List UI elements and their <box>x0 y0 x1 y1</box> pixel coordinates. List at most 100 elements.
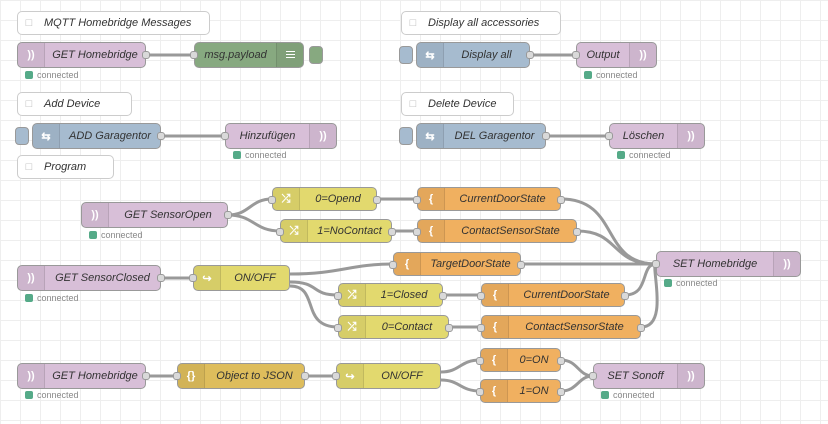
output-port[interactable] <box>517 261 525 269</box>
wire <box>227 197 273 217</box>
output-port[interactable] <box>373 196 381 204</box>
output-port[interactable] <box>557 357 565 365</box>
output-port[interactable] <box>142 372 150 380</box>
output-port[interactable] <box>157 274 165 282</box>
input-port[interactable] <box>589 372 597 380</box>
input-port[interactable] <box>332 372 340 380</box>
template-one-on[interactable]: { 1=ON <box>476 379 565 403</box>
wire <box>624 262 657 297</box>
comment-display-all-accessories[interactable]: □ Display all accessories <box>401 11 561 35</box>
inject-button[interactable] <box>15 127 29 145</box>
input-port[interactable] <box>413 228 421 236</box>
inject-button[interactable] <box>399 127 413 145</box>
input-port[interactable] <box>477 324 485 332</box>
output-port[interactable] <box>526 51 534 59</box>
switch-on-off-1[interactable]: ↪ ON/OFF <box>189 265 290 291</box>
comment-add-device[interactable]: □ Add Device <box>17 92 132 116</box>
output-port[interactable] <box>224 211 232 219</box>
output-port[interactable] <box>157 132 165 140</box>
input-port[interactable] <box>268 196 276 204</box>
input-port[interactable] <box>652 260 660 268</box>
mqtt-in-get-sensor-open[interactable]: )) GET SensorOpen <box>81 202 232 228</box>
change-nocontact[interactable]: ⤮ 1=NoContact <box>276 219 396 243</box>
status-dot-icon <box>584 71 592 79</box>
debug-msg-payload[interactable]: msg.payload <box>190 42 323 68</box>
mqtt-out-loeschen[interactable]: Löschen )) <box>605 123 705 149</box>
status-get-homebridge: connected <box>25 70 79 80</box>
input-port[interactable] <box>189 274 197 282</box>
brace-icon: { <box>481 380 508 402</box>
input-port[interactable] <box>389 261 397 269</box>
template-target-door-state[interactable]: { TargetDoorState <box>389 252 525 276</box>
input-port[interactable] <box>572 51 580 59</box>
homebridge-display-all[interactable]: ⇆ Display all <box>399 42 534 68</box>
inject-button[interactable] <box>399 46 413 64</box>
change-closed[interactable]: ⤮ 1=Closed <box>334 283 447 307</box>
input-port[interactable] <box>334 292 342 300</box>
json-object-to-json[interactable]: {} Object to JSON <box>173 363 309 389</box>
status-get-sensor-open: connected <box>89 230 143 240</box>
input-port[interactable] <box>476 388 484 396</box>
homebridge-add-garagentor[interactable]: ⇆ ADD Garagentor <box>15 123 165 149</box>
output-port[interactable] <box>388 228 396 236</box>
mqtt-out-output[interactable]: Output )) <box>572 42 657 68</box>
output-port[interactable] <box>142 51 150 59</box>
change-opend[interactable]: ⤮ 0=Opend <box>268 187 381 211</box>
template-zero-on[interactable]: { 0=ON <box>476 348 565 372</box>
comment-delete-device[interactable]: □ Delete Device <box>401 92 514 116</box>
template-current-door-state-2[interactable]: { CurrentDoorState <box>477 283 629 307</box>
output-port[interactable] <box>445 324 453 332</box>
mqtt-icon: )) <box>629 43 656 67</box>
mqtt-in-get-homebridge[interactable]: )) GET Homebridge <box>17 42 150 68</box>
input-port[interactable] <box>334 324 342 332</box>
input-port[interactable] <box>173 372 181 380</box>
template-contact-sensor-state-1[interactable]: { ContactSensorState <box>413 219 581 243</box>
input-port[interactable] <box>190 51 198 59</box>
template-contact-sensor-state-2[interactable]: { ContactSensorState <box>477 315 645 339</box>
change-contact[interactable]: ⤮ 0=Contact <box>334 315 453 339</box>
arrows-icon: ⇆ <box>417 124 444 148</box>
wire <box>560 374 594 393</box>
mqtt-in-get-sensor-closed[interactable]: )) GET SensorClosed <box>17 265 165 291</box>
output-port[interactable] <box>573 228 581 236</box>
switch-on-off-2[interactable]: ↪ ON/OFF <box>332 363 441 389</box>
output-port[interactable] <box>557 388 565 396</box>
input-port[interactable] <box>221 132 229 140</box>
status-loeschen: connected <box>617 150 671 160</box>
output-port[interactable] <box>301 372 309 380</box>
mqtt-out-set-homebridge[interactable]: SET Homebridge )) <box>652 251 801 277</box>
mqtt-icon: )) <box>309 124 336 148</box>
output-port[interactable] <box>621 292 629 300</box>
mqtt-icon: )) <box>18 43 45 67</box>
input-port[interactable] <box>276 228 284 236</box>
status-set-sonoff: connected <box>601 390 655 400</box>
comment-icon: □ <box>409 17 417 29</box>
wire <box>640 262 659 329</box>
wire <box>440 378 481 393</box>
status-dot-icon <box>25 391 33 399</box>
mqtt-icon: )) <box>677 124 704 148</box>
comment-program[interactable]: □ Program <box>17 155 114 179</box>
mqtt-out-set-sonoff[interactable]: SET Sonoff )) <box>589 363 705 389</box>
switch-icon: ↪ <box>194 266 221 290</box>
homebridge-del-garagentor[interactable]: ⇆ DEL Garagentor <box>399 123 550 149</box>
comment-mqtt-homebridge-messages[interactable]: □ MQTT Homebridge Messages <box>17 11 210 35</box>
mqtt-in-get-homebridge-2[interactable]: )) GET Homebridge <box>17 363 150 389</box>
input-port[interactable] <box>477 292 485 300</box>
json-icon: {} <box>178 364 205 388</box>
output-port[interactable] <box>557 196 565 204</box>
output-port[interactable] <box>637 324 645 332</box>
mqtt-out-hinzufuegen[interactable]: Hinzufügen )) <box>221 123 337 149</box>
brace-icon: { <box>418 220 445 242</box>
debug-toggle-button[interactable] <box>309 46 323 64</box>
input-port[interactable] <box>605 132 613 140</box>
input-port[interactable] <box>476 357 484 365</box>
input-port[interactable] <box>413 196 421 204</box>
wire <box>289 280 339 297</box>
output-port[interactable] <box>439 292 447 300</box>
template-current-door-state-1[interactable]: { CurrentDoorState <box>413 187 565 211</box>
mqtt-icon: )) <box>18 364 45 388</box>
output-port[interactable] <box>542 132 550 140</box>
brace-icon: { <box>482 284 509 306</box>
mqtt-icon: )) <box>773 252 800 276</box>
